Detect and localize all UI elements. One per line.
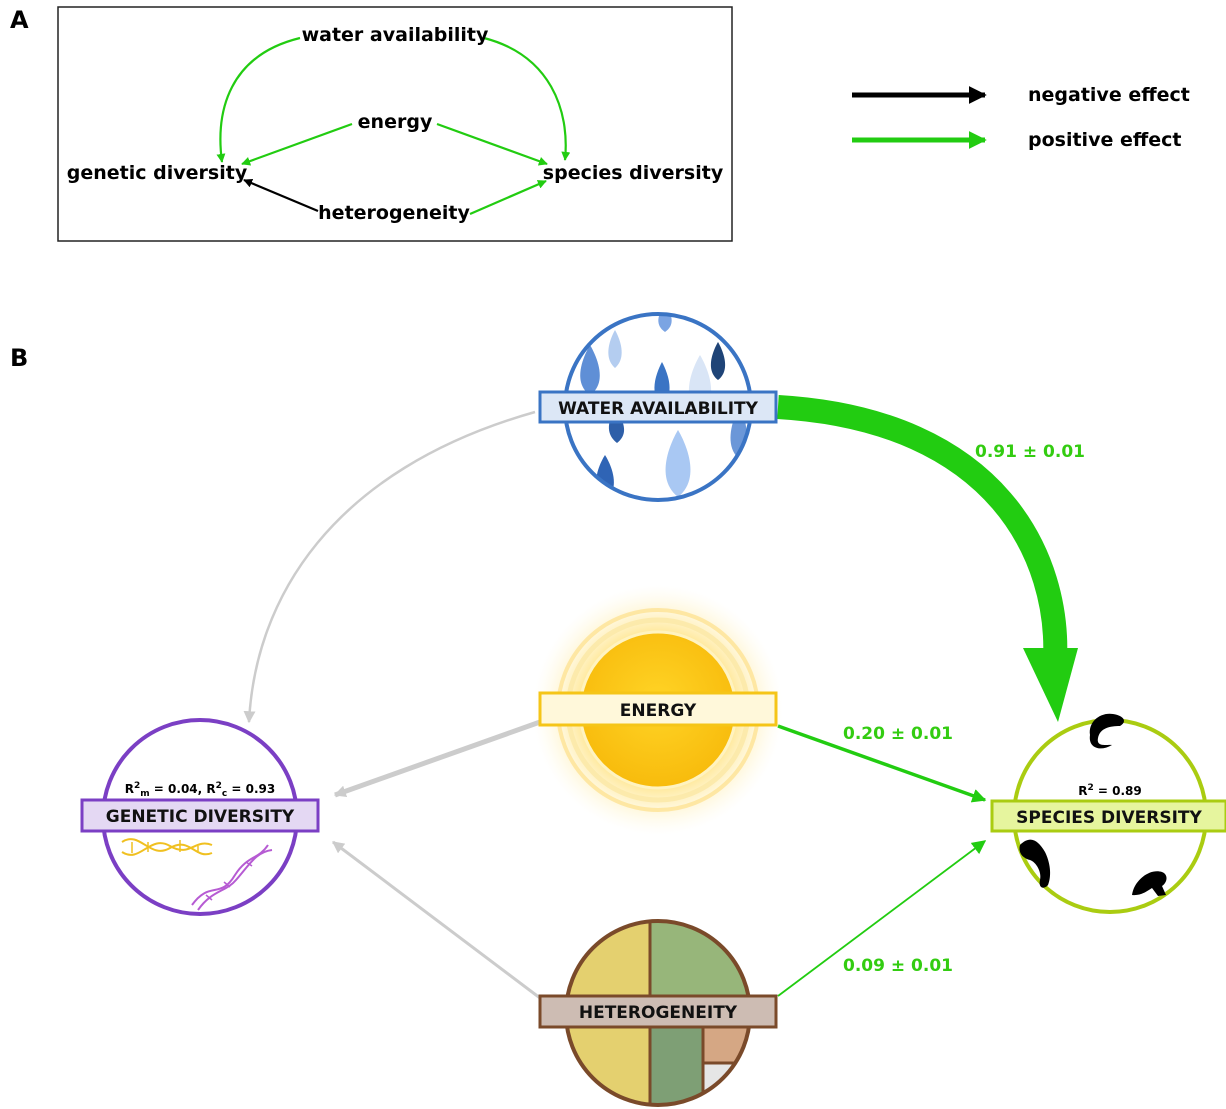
panel-a-box [57,6,733,242]
heterogeneity-tag: HETEROGENEITY [538,994,778,1029]
salamander-icon [1089,713,1125,749]
water-tag-label: WATER AVAILABILITY [558,399,759,419]
panel-a-genetic-label: genetic diversity [67,162,248,184]
arrow-b-water-species [777,395,1068,661]
panel-a-label: A [10,6,29,34]
water-tag: WATER AVAILABILITY [538,390,778,424]
energy-tag: ENERGY [538,691,778,727]
arrow-a-heterogeneity-genetic [243,178,319,213]
arrow-a-energy-species [436,122,548,166]
arrow-a-heterogeneity-species [469,179,547,216]
arrow-a-energy-genetic [241,122,353,166]
coef-heterogeneity-species: 0.09 ± 0.01 [843,956,953,976]
arrow-b-heterogeneity-species [777,840,987,997]
species-tag: SPECIES DIVERSITY [990,799,1226,833]
frog-icon [1132,871,1167,896]
species-tag-label: SPECIES DIVERSITY [1016,808,1202,828]
newt-icon [1019,839,1051,888]
genetic-tag-label: GENETIC DIVERSITY [106,807,295,827]
panel-a-species-label: species diversity [543,162,724,184]
coef-energy-species: 0.20 ± 0.01 [843,724,953,744]
panel-a-energy-label: energy [358,111,433,133]
arrow-b-water-species-head [1023,648,1078,722]
arrow-b-water-genetic [243,410,536,724]
arrow-b-energy-genetic [333,719,541,798]
panel-a-water-label: water availability [302,24,489,46]
heterogeneity-tag-label: HETEROGENEITY [579,1003,738,1023]
arrow-a-water-species [483,36,571,161]
r2-genetic: R2m = 0.04, R2c = 0.93 [125,781,276,799]
arrow-a-water-genetic [216,36,301,163]
legend-positive-label: positive effect [1028,129,1181,151]
water-drops-icon [580,314,747,500]
genetic-tag: GENETIC DIVERSITY [80,798,320,833]
panel-b-label: B [10,344,28,372]
arrow-b-energy-species [777,724,987,803]
legend-negative-label: negative effect [1028,84,1190,106]
dna-icon [121,838,273,911]
energy-tag-label: ENERGY [620,701,697,721]
coef-water-species: 0.91 ± 0.01 [975,442,1085,462]
panel-a-heterogeneity-label: heterogeneity [318,202,470,224]
r2-species: R2 = 0.89 [1078,783,1142,798]
arrow-b-heterogeneity-genetic [332,840,541,1000]
